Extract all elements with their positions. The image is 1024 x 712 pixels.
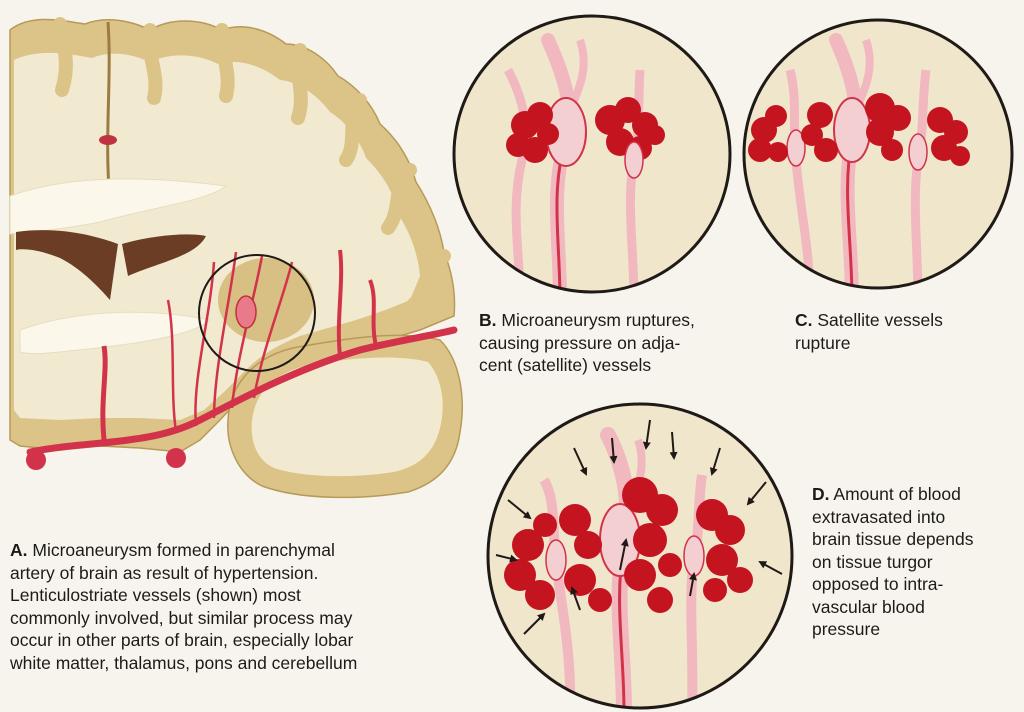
hemorrhage-cluster-1 xyxy=(748,105,788,162)
caption-a-label: A. xyxy=(10,540,28,560)
caption-d: D. Amount of blood extravasated into bra… xyxy=(812,483,1022,641)
gyral-fold-6 xyxy=(381,163,417,235)
lenticulostriate-vessel-3 xyxy=(230,255,264,409)
lenticulostriate-vessel-5 xyxy=(166,299,178,433)
caption-b-line: cent (satellite) vessels xyxy=(479,355,652,375)
caption-c-label: C. xyxy=(795,310,813,330)
longitudinal-fissure xyxy=(106,21,112,201)
gyral-fold-2 xyxy=(142,23,163,105)
caption-c: C. Satellite vessels rupture xyxy=(795,309,1005,354)
caption-d-line: on tissue turgor xyxy=(812,551,933,572)
caption-d-label: D. xyxy=(812,484,830,504)
caption-a-line: white matter, thalamus, pons and cerebel… xyxy=(10,652,358,673)
microaneurysm xyxy=(235,295,257,329)
lateral-ventricle-right xyxy=(122,234,206,276)
anterior-cerebral-artery xyxy=(100,345,108,441)
internal-capsule xyxy=(19,311,212,354)
caption-a-line: artery of brain as result of hypertensio… xyxy=(10,562,319,583)
lenticulostriate-vessel-2 xyxy=(212,251,238,419)
inset-b xyxy=(452,14,732,294)
caption-b-label: B. xyxy=(479,310,497,330)
hemorrhage-cluster-2 xyxy=(801,93,911,162)
caption-b-line: causing pressure on adja- xyxy=(479,332,681,353)
caption-a-line: Microaneurysm formed in parenchymal xyxy=(32,540,335,560)
gyral-fold-3 xyxy=(214,23,235,103)
caption-b: B. Microaneurysm ruptures, causing press… xyxy=(479,309,769,377)
middle-cerebral-artery-branch xyxy=(336,249,344,357)
gyral-fold-5 xyxy=(339,93,367,167)
corpus-callosum xyxy=(9,178,228,235)
highlight-circle xyxy=(198,254,316,372)
temporal-white-matter xyxy=(251,357,443,477)
gyral-fold-4 xyxy=(291,43,308,125)
caption-d-line: Amount of blood xyxy=(833,484,961,504)
middle-cerebral-artery-branch-2 xyxy=(368,279,378,347)
caption-c-line: rupture xyxy=(795,332,851,353)
caption-a-line: Lenticulostriate vessels (shown) most xyxy=(10,585,301,605)
gyral-fold-7 xyxy=(407,249,451,311)
gyral-fold-1 xyxy=(53,17,73,97)
lenticulostriate-vessel-4 xyxy=(252,261,294,399)
caption-c-line: Satellite vessels xyxy=(817,310,943,330)
caption-d-line: opposed to intra- xyxy=(812,574,944,594)
caption-d-line: extravasated into xyxy=(812,506,946,527)
hemorrhage-cluster-left xyxy=(506,102,559,163)
pressure-arrows xyxy=(495,419,783,635)
caption-a-line: commonly involved, but similar process m… xyxy=(10,607,353,628)
caption-d-line: pressure xyxy=(812,619,881,639)
caption-d-line: brain tissue depends xyxy=(812,529,974,549)
lenticulostriate-vessel-1 xyxy=(194,261,216,427)
large-hemorrhage xyxy=(504,477,753,613)
inset-c xyxy=(742,18,1014,290)
caption-b-line: Microaneurysm ruptures, xyxy=(501,310,695,330)
inset-d xyxy=(486,402,794,710)
hemorrhage-cluster-3 xyxy=(927,107,970,166)
lateral-ventricle xyxy=(16,230,118,300)
caption-a: A. Microaneurysm formed in parenchymal a… xyxy=(10,539,490,674)
caption-d-line: vascular blood xyxy=(812,596,925,617)
caption-a-line: occur in other parts of brain, especiall… xyxy=(10,630,354,650)
brain-section xyxy=(9,17,463,499)
